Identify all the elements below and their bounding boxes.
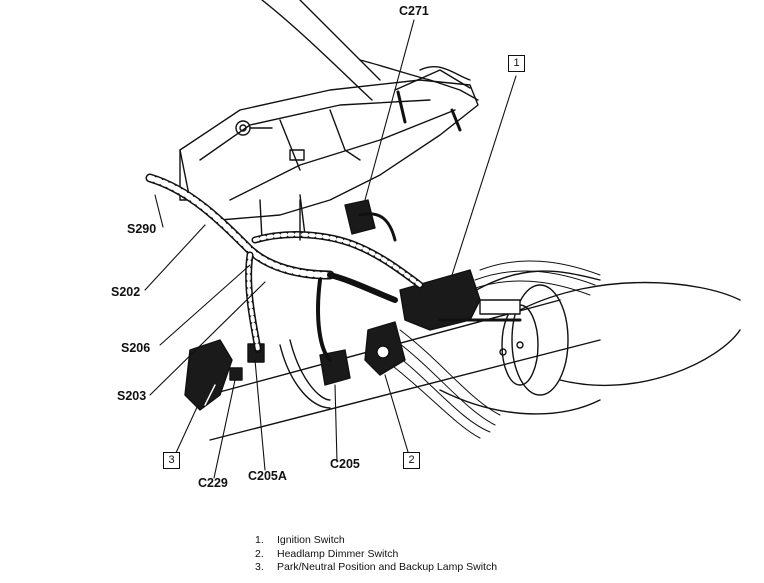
legend-item: 2. Headlamp Dimmer Switch xyxy=(255,548,497,562)
main-wiring-harness xyxy=(145,173,424,409)
callout-c229: C229 xyxy=(198,476,228,490)
callout-s202: S202 xyxy=(111,285,141,299)
callout-s290: S290 xyxy=(127,222,157,236)
callout-c205a: C205A xyxy=(248,469,287,483)
headlamp-dimmer-switch xyxy=(364,321,406,376)
parts-legend: 1. Ignition Switch 2. Headlamp Dimmer Sw… xyxy=(255,534,497,575)
legend-item: 3. Park/Neutral Position and Backup Lamp… xyxy=(255,561,497,575)
mounting-bolts xyxy=(235,90,462,161)
part-number-box-1: 1 xyxy=(508,55,525,72)
callout-s206: S206 xyxy=(121,341,151,355)
callout-c205: C205 xyxy=(330,457,360,471)
legend-item: 1. Ignition Switch xyxy=(255,534,497,548)
callout-c271: C271 xyxy=(399,4,429,18)
part-number-box-3: 3 xyxy=(163,452,180,469)
park-neutral-switch xyxy=(184,339,233,411)
part-number-box-2: 2 xyxy=(403,452,420,469)
legend-text: Ignition Switch xyxy=(277,534,345,546)
callout-s203: S203 xyxy=(117,389,147,403)
legend-number: 2. xyxy=(255,547,264,560)
leader-lines xyxy=(144,19,517,479)
legend-text: Headlamp Dimmer Switch xyxy=(277,547,399,560)
legend-number: 1. xyxy=(255,534,264,546)
legend-number: 3. xyxy=(255,561,264,573)
dash-support-bracket xyxy=(179,0,479,241)
legend-text: Park/Neutral Position and Backup Lamp Sw… xyxy=(277,561,498,573)
